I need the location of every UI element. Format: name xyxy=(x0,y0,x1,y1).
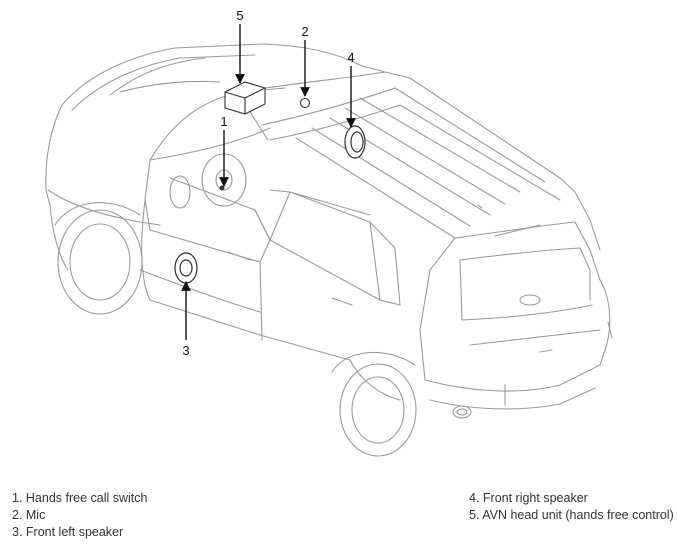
legend-item-1: 1. Hands free call switch xyxy=(12,491,148,505)
call-switch-shape xyxy=(219,185,225,191)
legend-item-4: 4. Front right speaker xyxy=(469,491,588,505)
callout-number-3: 3 xyxy=(182,343,189,358)
vehicle-outline xyxy=(45,43,613,457)
leader-lines xyxy=(181,24,356,340)
front-right-speaker-shape xyxy=(344,125,366,159)
legend-left: 1. Hands free call switch 2. Mic 3. Fron… xyxy=(12,490,147,541)
legend-item-2: 2. Mic xyxy=(12,508,46,522)
legend-item-5: 5. AVN head unit (hands free control) xyxy=(469,508,674,522)
callout-number-1: 1 xyxy=(220,114,227,129)
vehicle-diagram: 5 2 4 1 3 xyxy=(45,8,613,457)
avn-head-unit-shape xyxy=(224,81,266,115)
mic-shape xyxy=(299,97,311,109)
front-left-speaker-shape xyxy=(174,252,198,284)
legend-item-3: 3. Front left speaker xyxy=(12,525,124,539)
legend-right: 4. Front right speaker 5. AVN head unit … xyxy=(469,490,674,524)
callout-number-4: 4 xyxy=(347,50,354,65)
callout-number-5: 5 xyxy=(236,8,243,23)
callout-number-2: 2 xyxy=(301,24,308,39)
